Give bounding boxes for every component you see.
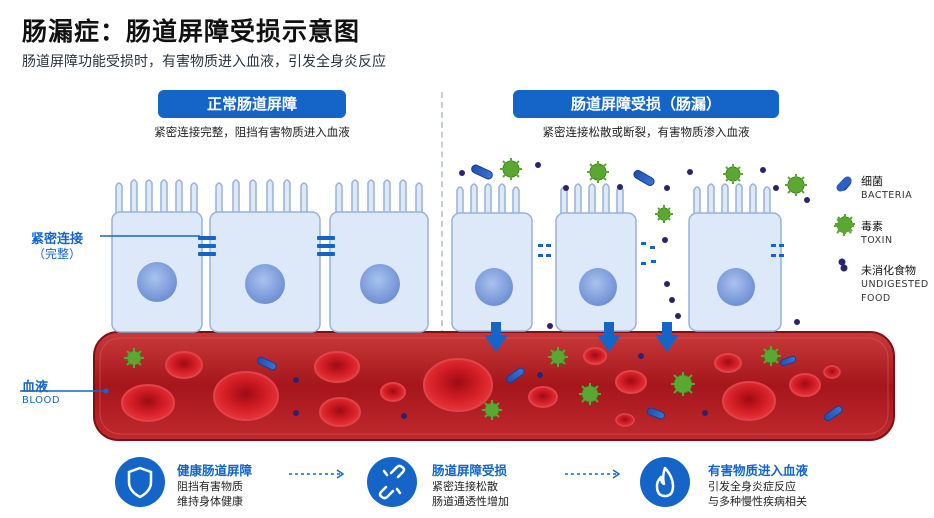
legend-toxin-zh: 毒素 (861, 220, 883, 233)
panel-divider (441, 92, 443, 336)
red-blood-cells (121, 347, 841, 427)
step-healthy-title: 健康肠道屏障 (177, 463, 253, 478)
food-particle-icon (840, 264, 848, 272)
step-damaged-line-2: 肠道通透性增加 (432, 495, 509, 508)
legend-icons (834, 176, 854, 272)
damaged-cells (451, 183, 782, 332)
broken-tight-junctions (538, 242, 784, 265)
toxins (124, 158, 855, 420)
tight-junction-sublabel: （完整） (32, 247, 81, 261)
step-healthy-line-2: 维持身体健康 (177, 495, 243, 508)
step-damaged-title: 肠道屏障受损 (432, 463, 508, 478)
step-inflammation-line-2: 与多种慢性疾病相关 (708, 495, 807, 508)
toxin-icon (834, 216, 854, 236)
flame-icon (640, 457, 690, 507)
bacteria-icon (836, 176, 852, 192)
intact-tight-junctions (198, 236, 335, 256)
normal-barrier-label: 正常肠道屏障 (158, 90, 346, 118)
legend-toxin-en: TOXIN (861, 235, 893, 246)
leak-arrows (484, 322, 679, 352)
food-particles (293, 162, 846, 419)
normal-cells (111, 179, 429, 333)
damaged-nuclei (475, 268, 755, 306)
normal-barrier-desc: 紧密连接完整，阻挡有害物质进入血液 (154, 125, 350, 139)
legend-food-zh: 未消化食物 (861, 264, 916, 277)
legend-bacteria-en: BACTERIA (861, 190, 913, 201)
damaged-barrier-label: 肠道屏障受损（肠漏） (513, 90, 779, 118)
step-damaged-line-1: 紧密连接松散 (432, 480, 498, 493)
flow-arrows (289, 469, 621, 479)
legend-bacteria-zh: 细菌 (861, 175, 883, 188)
page-subtitle: 肠道屏障功能受损时，有害物质进入血液，引发全身炎反应 (22, 54, 386, 70)
blood-label-en: BLOOD (22, 395, 61, 406)
broken-link-icon (367, 457, 417, 507)
page-title: 肠漏症：肠道屏障受损示意图 (22, 17, 361, 46)
tight-junction-label: 紧密连接 (30, 232, 83, 247)
damaged-barrier-desc: 紧密连接松散或断裂，有害物质渗入血液 (542, 125, 750, 139)
normal-nuclei (137, 262, 400, 304)
step-inflammation-title: 有害物质进入血液 (708, 463, 809, 478)
step-inflammation-line-1: 引发全身炎症反应 (708, 480, 796, 493)
legend-food-en: UNDIGESTED FOOD (861, 279, 929, 304)
shield-icon (115, 457, 165, 507)
blood-label: 血液 (22, 380, 49, 395)
step-healthy-line-1: 阻挡有害物质 (177, 480, 243, 493)
